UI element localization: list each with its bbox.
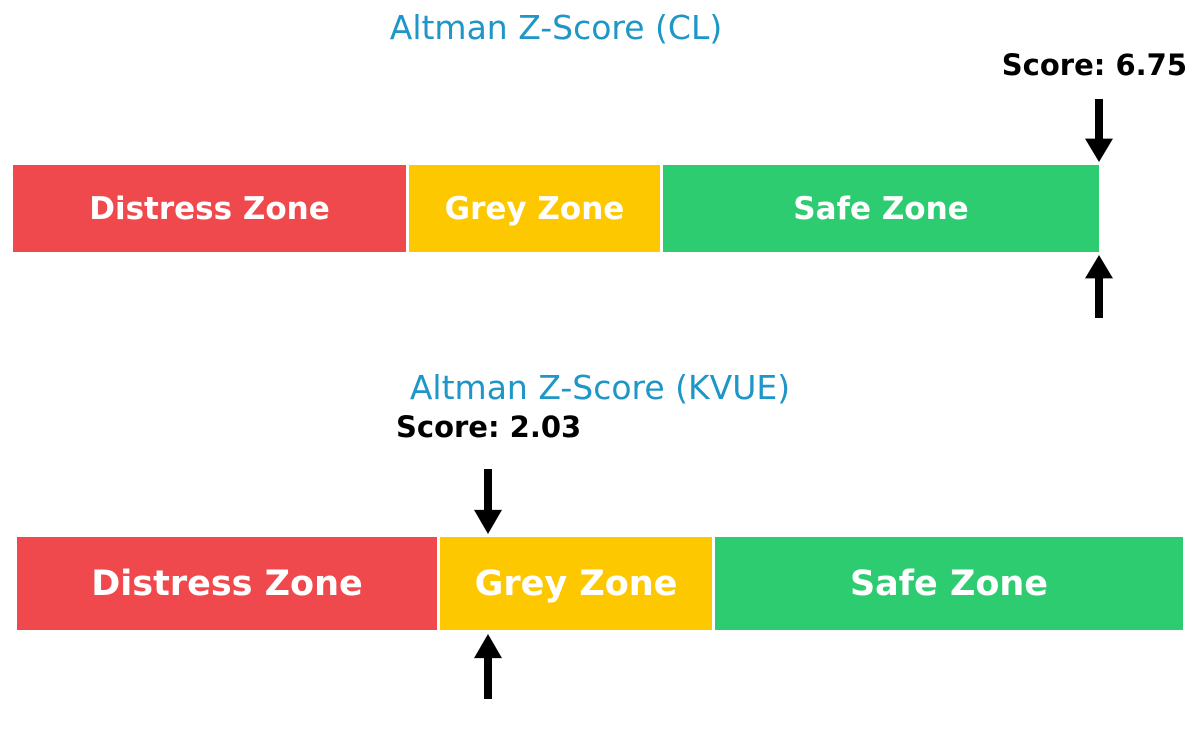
zone-distress: Distress Zone	[17, 537, 437, 630]
score-annotation: Score: 2.03	[396, 410, 582, 444]
up-arrow-icon	[474, 634, 502, 699]
zone-label: Grey Zone	[474, 563, 678, 604]
zone-label: Distress Zone	[91, 563, 363, 604]
zone-distress: Distress Zone	[13, 165, 406, 252]
zone-label: Distress Zone	[89, 190, 330, 227]
score-annotation: Score: 6.75	[1001, 48, 1187, 82]
zone-label: Safe Zone	[793, 190, 969, 227]
chart-title: Altman Z-Score (CL)	[389, 8, 723, 47]
zone-label: Grey Zone	[444, 190, 625, 227]
zone-grey: Grey Zone	[440, 537, 712, 630]
zone-safe: Safe Zone	[715, 537, 1183, 630]
zone-grey: Grey Zone	[409, 165, 660, 252]
zone-bar: Distress Zone Grey Zone Safe Zone	[13, 165, 1099, 252]
down-arrow-icon	[474, 469, 502, 534]
zone-safe: Safe Zone	[663, 165, 1099, 252]
zone-label: Safe Zone	[849, 563, 1049, 604]
chart-title: Altman Z-Score (KVUE)	[409, 368, 791, 407]
up-arrow-icon	[1085, 255, 1113, 318]
zone-bar: Distress Zone Grey Zone Safe Zone	[17, 537, 1183, 630]
down-arrow-icon	[1085, 99, 1113, 162]
